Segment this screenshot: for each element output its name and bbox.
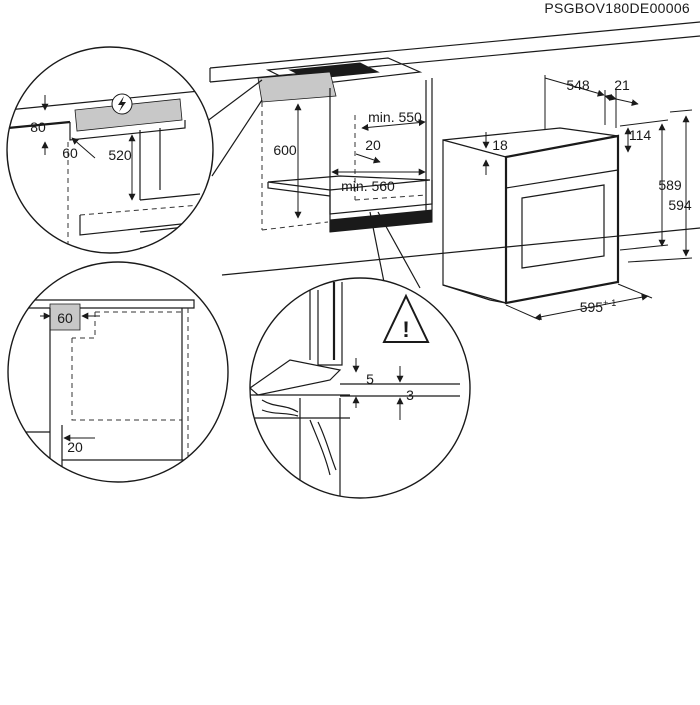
plinth [329,209,433,233]
oven: 548 21 114 18 589 594 595+-1 [442,75,693,321]
detail-circle-top-gap: 60 20 [7,261,229,483]
oven-side [442,139,507,304]
dim-114: 114 [629,127,652,143]
lightning-icon [111,93,133,115]
oven-front [504,134,620,305]
power-zone [257,71,337,103]
dim-80: 80 [30,119,46,135]
dim-595: 595+-1 [580,298,617,315]
dim-60-detail: 60 [62,145,78,161]
dim-548: 548 [566,77,590,93]
dim-min-550: min. 550 [368,109,422,125]
dim-18: 18 [492,137,508,153]
dim-20-cabinet: 20 [365,137,381,153]
dim-gap-3: 3 [406,387,414,403]
detail-circle-plinth: ! 5 3 [249,211,471,499]
dim-min-560: min. 560 [341,178,395,194]
dim-60-box: 60 [57,310,73,326]
detail-circle-power: 80 60 520 [6,46,263,254]
dim-594: 594 [668,197,692,213]
warning-icon: ! [382,293,430,343]
warning-symbol: ! [402,317,409,342]
oven-window [521,184,605,269]
dim-21: 21 [614,77,630,93]
kitchen-cabinet: 600 min. 550 20 min. 560 [209,21,700,276]
dim-589: 589 [658,177,682,193]
dim-520: 520 [108,147,132,163]
dim-20-bottom: 20 [67,439,83,455]
dim-gap-5: 5 [366,371,374,387]
cabinet-shelf [267,175,433,215]
document-code: PSGBOV180DE00006 [544,0,690,16]
dim-600: 600 [273,142,297,158]
